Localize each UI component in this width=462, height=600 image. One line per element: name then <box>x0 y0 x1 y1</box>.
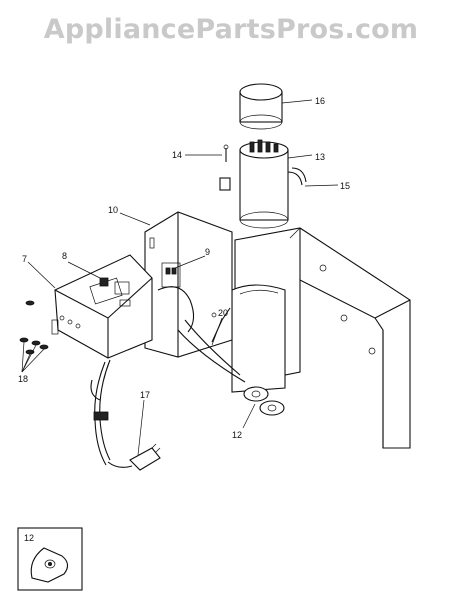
callout-15: 15 <box>340 181 350 191</box>
fan-blade <box>243 386 285 416</box>
inset-box: 12 <box>17 527 83 591</box>
capacitor-boot <box>239 83 283 130</box>
capacitor-strap <box>219 167 307 191</box>
callout-8: 8 <box>62 251 67 261</box>
mounting-bracket <box>144 211 233 358</box>
callout-18: 18 <box>18 374 28 384</box>
callout-13: 13 <box>315 152 325 162</box>
callout-16: 16 <box>315 96 325 106</box>
screws-18 <box>19 300 49 355</box>
callout-12-main: 12 <box>232 430 242 440</box>
callout-9: 9 <box>205 247 210 257</box>
callout-14: 14 <box>172 150 182 160</box>
power-cord <box>90 359 161 471</box>
screw-14 <box>223 144 229 162</box>
callout-10: 10 <box>108 205 118 215</box>
callout-7: 7 <box>22 254 27 264</box>
callout-17: 17 <box>140 390 150 400</box>
callout-12-inset: 12 <box>24 533 34 543</box>
callout-20: 20 <box>218 308 228 318</box>
control-box <box>51 254 181 359</box>
watermark-text: AppliancePartsPros.com <box>43 14 419 45</box>
air-duct <box>231 284 286 393</box>
callout-labels: 7 8 9 10 12 13 14 15 16 17 18 20 <box>18 96 350 440</box>
leader-lines <box>21 99 339 456</box>
capacitor <box>239 139 289 229</box>
wiring <box>157 286 246 383</box>
